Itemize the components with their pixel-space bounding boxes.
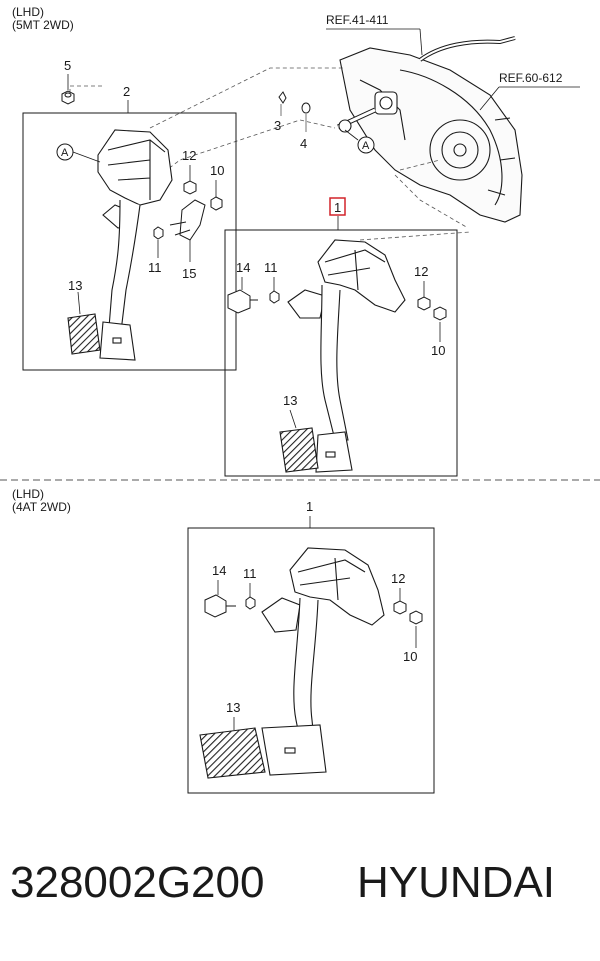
callout-11-mid: 11 xyxy=(264,260,278,275)
top-section-header: (LHD) (5MT 2WD) xyxy=(12,6,74,32)
top-section-line2: (5MT 2WD) xyxy=(12,18,74,32)
highlight-box-1 xyxy=(329,197,346,216)
ref-41-411: REF.41-411 xyxy=(326,13,389,27)
clip-and-washer xyxy=(278,91,311,132)
callout-1-top: 1 xyxy=(334,200,341,215)
callout-1-bottom: 1 xyxy=(306,499,313,514)
callout-10-mid: 10 xyxy=(431,343,445,358)
callout-11-bottom: 11 xyxy=(243,566,257,581)
parts-14-11-12-10-mid xyxy=(227,289,447,321)
brake-pedal-top xyxy=(287,239,406,473)
brand-name: HYUNDAI xyxy=(357,858,556,907)
rubber-pad-13-top xyxy=(67,313,101,355)
callout-10-bottom: 10 xyxy=(403,649,417,664)
ref-60-612: REF.60-612 xyxy=(499,71,563,85)
circled-A-right xyxy=(357,136,375,154)
callout-3: 3 xyxy=(274,118,281,133)
callout-A-right: A xyxy=(362,140,370,152)
callout-15: 15 xyxy=(182,266,196,281)
callout-14-mid: 14 xyxy=(236,260,250,275)
callout-11-top: 11 xyxy=(148,260,162,275)
top-left-box xyxy=(22,112,237,371)
nut-5 xyxy=(61,90,75,105)
callout-13-bottom: 13 xyxy=(226,700,240,715)
callout-4: 4 xyxy=(300,136,307,151)
callout-5: 5 xyxy=(64,58,71,73)
callout-13-top: 13 xyxy=(68,278,82,293)
rubber-pad-13-bottom xyxy=(199,727,266,779)
part-number: 328002G200 xyxy=(10,858,265,907)
clutch-pedal-top xyxy=(97,129,173,361)
bottom-section-line2: (4AT 2WD) xyxy=(12,500,71,514)
callout-14-bottom: 14 xyxy=(212,563,226,578)
bottom-section-line1: (LHD) xyxy=(12,487,44,501)
callout-10-top: 10 xyxy=(210,163,224,178)
parts-12-10-11-15 xyxy=(153,180,223,241)
top-right-box xyxy=(224,229,458,477)
parts-14-11-12-10-bottom xyxy=(204,594,423,625)
bottom-section-header: (LHD) (4AT 2WD) xyxy=(12,488,71,514)
callout-A-left: A xyxy=(61,147,69,159)
callout-12-mid: 12 xyxy=(414,264,428,279)
callout-13-mid: 13 xyxy=(283,393,297,408)
top-section-line1: (LHD) xyxy=(12,5,44,19)
bottom-box xyxy=(187,527,435,794)
rubber-pad-13-mid xyxy=(279,427,319,473)
reference-labels: REF.41-411 REF.60-612 xyxy=(326,13,580,111)
firewall-assembly xyxy=(336,36,523,223)
callout-2: 2 xyxy=(123,84,130,99)
brake-pedal-bottom xyxy=(261,547,385,776)
callout-12-top: 12 xyxy=(182,148,196,163)
callout-12-bottom: 12 xyxy=(391,571,405,586)
